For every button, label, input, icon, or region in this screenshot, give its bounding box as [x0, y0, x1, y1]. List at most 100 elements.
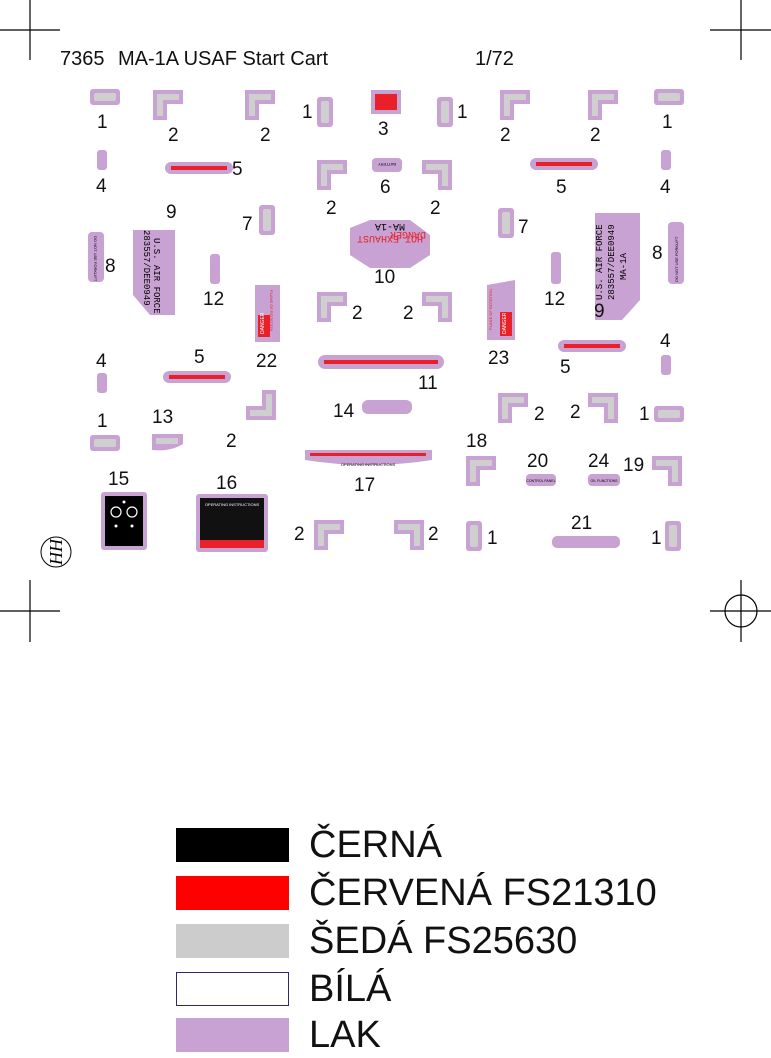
text-battery: BATTERY — [378, 162, 396, 167]
number-2: 2 — [352, 303, 363, 324]
text-serial-left: 283557/DEE0949 — [141, 230, 151, 306]
number-4: 4 — [96, 176, 107, 197]
number-11: 11 — [418, 373, 438, 394]
decal-4-left-bottom — [97, 373, 107, 393]
number-13: 13 — [152, 407, 174, 428]
legend-label: BÍLÁ — [309, 968, 392, 1010]
decal-sheet: HH DANGER HOT EXHAUST MA-1A U.S. AIR FOR… — [0, 0, 771, 642]
number-2: 2 — [226, 431, 237, 452]
text-usaf-left: U.S. AIR FORCE — [151, 238, 161, 314]
number-8: 8 — [652, 243, 663, 264]
number-2: 2 — [570, 402, 581, 423]
decal-9-right — [595, 213, 640, 320]
text-rotation-22: PLANE OF ROTATION — [269, 290, 274, 331]
number-1: 1 — [651, 528, 662, 549]
legend-label: ČERNÁ — [309, 824, 443, 866]
number-2: 2 — [590, 125, 601, 146]
legend-swatch — [176, 972, 289, 1006]
decal-12-left — [210, 254, 220, 284]
number-18: 18 — [466, 431, 488, 452]
number-2: 2 — [168, 125, 179, 146]
number-10: 10 — [374, 267, 396, 288]
number-1: 1 — [97, 112, 108, 133]
number-12: 12 — [203, 289, 225, 310]
number-1: 1 — [302, 102, 313, 123]
number-2: 2 — [326, 198, 337, 219]
legend-row: ČERVENÁ FS21310 — [176, 870, 696, 916]
number-7: 7 — [518, 217, 529, 238]
number-1: 1 — [662, 112, 673, 133]
number-12: 12 — [544, 289, 566, 310]
number-2: 2 — [403, 303, 414, 324]
legend-row: BÍLÁ — [176, 966, 696, 1012]
decal-21 — [552, 536, 620, 548]
crosshair-top-right — [710, 0, 771, 60]
number-23: 23 — [488, 348, 510, 369]
text-danger-23: DANGER — [502, 312, 508, 334]
crosshair-top-left — [0, 0, 60, 60]
catalog-number: 7365 — [60, 48, 105, 70]
number-4: 4 — [660, 331, 671, 352]
crosshair-bottom-right — [710, 580, 771, 642]
number-14: 14 — [333, 401, 355, 422]
number-3: 3 — [378, 119, 389, 140]
number-5: 5 — [194, 347, 205, 368]
number-5: 5 — [232, 159, 243, 180]
number-2: 2 — [294, 524, 305, 545]
text-danger: DANGER — [390, 228, 426, 239]
number-1: 1 — [487, 528, 498, 549]
text-danger-22: DANGER — [260, 312, 266, 334]
legend-swatch — [176, 1018, 289, 1052]
number-22: 22 — [256, 351, 278, 372]
number-8: 8 — [105, 256, 116, 277]
manufacturer-logo: HH — [40, 536, 72, 568]
decal-9-left — [133, 230, 175, 315]
crosshair-bottom-left — [0, 580, 60, 642]
number-1: 1 — [639, 404, 650, 425]
text-control-panel: CONTROL PANEL — [526, 479, 555, 483]
number-1: 1 — [97, 411, 108, 432]
decal-8-left — [88, 232, 104, 282]
decal-4-right-top — [661, 150, 671, 170]
text-oil-functions: OIL FUNCTIONS — [591, 479, 619, 483]
legend-swatch — [176, 924, 289, 958]
legend-row: ČERNÁ — [176, 822, 696, 868]
svg-text:HH: HH — [46, 538, 66, 566]
number-9: 9 — [594, 301, 605, 322]
legend-label: ŠEDÁ FS25630 — [309, 920, 578, 962]
number-16: 16 — [216, 473, 238, 494]
legend-label: ČERVENÁ FS21310 — [309, 872, 657, 914]
number-2: 2 — [500, 125, 511, 146]
text-serial-right: 283557/DEE0949 — [607, 224, 617, 300]
number-2: 2 — [534, 404, 545, 425]
text-ma1a-right: MA-1A — [619, 252, 629, 280]
decal-24 — [588, 474, 620, 486]
decal-14 — [362, 400, 412, 414]
number-2: 2 — [428, 524, 439, 545]
text-usaf-right: U.S. AIR FORCE — [595, 224, 605, 300]
number-2: 2 — [430, 198, 441, 219]
number-15: 15 — [108, 469, 130, 490]
number-4: 4 — [660, 177, 671, 198]
number-5: 5 — [560, 357, 571, 378]
text-forklift-right: DO NOT USE FORKLIFT — [674, 236, 679, 282]
number-9: 9 — [166, 202, 177, 223]
number-24: 24 — [588, 451, 610, 472]
decal-12-right — [551, 252, 561, 284]
decal-6 — [372, 158, 402, 172]
text-ma1a-10: MA-1A — [375, 220, 405, 231]
text-operating-17: OPERATING INSTRUCTIONS — [341, 462, 396, 467]
decal-20 — [526, 474, 556, 486]
number-1: 1 — [457, 102, 468, 123]
number-20: 20 — [527, 451, 549, 472]
number-5: 5 — [556, 177, 567, 198]
decal-4-right-bottom — [661, 355, 671, 375]
text-hot-exhaust: HOT EXHAUST — [357, 232, 423, 243]
number-19: 19 — [623, 455, 645, 476]
text-operating-16: OPERATING INSTRUCTIONS — [205, 502, 260, 507]
sheet-title: MA-1A USAF Start Cart — [118, 48, 329, 70]
decal-4-left-top — [97, 150, 107, 170]
legend-swatch — [176, 876, 289, 910]
decal-10 — [350, 220, 430, 268]
legend-row: LAK — [176, 1012, 696, 1058]
